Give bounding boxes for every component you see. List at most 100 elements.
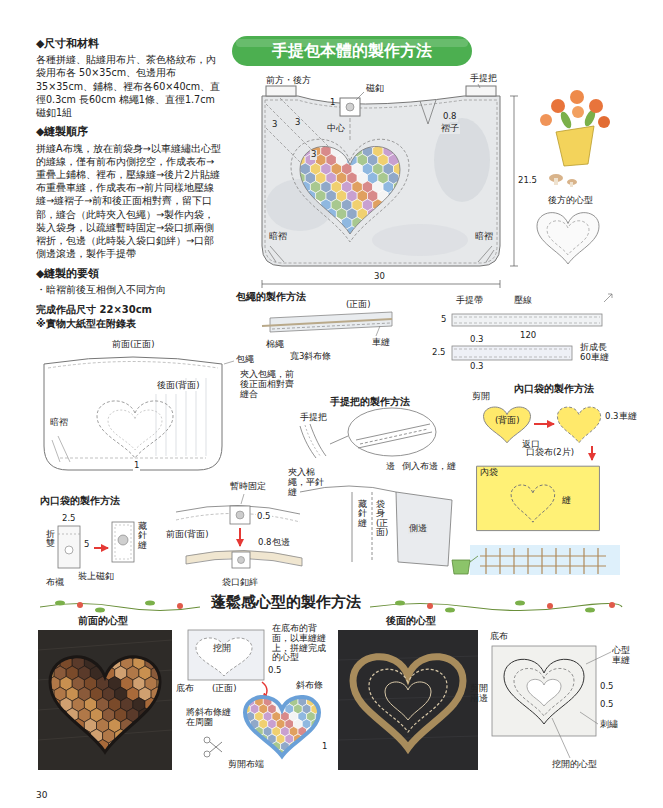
handle-drawing: [356, 424, 430, 440]
inner-pocket-tabs: [58, 522, 134, 568]
piece-outline: [556, 404, 602, 444]
label: 3: [271, 120, 278, 130]
section-heading: 完成作品尺寸 22×30cm: [36, 303, 224, 317]
hexagon-patchwork: [163, 729, 175, 743]
hexagon-patchwork: [300, 235, 310, 247]
dimension-line: [500, 280, 501, 288]
hexagon-patchwork: [404, 145, 414, 157]
back-bag: [48, 362, 218, 369]
flower-decoration: [551, 99, 565, 113]
inner-pocket-tabs: [58, 526, 80, 568]
hexagon-patchwork: [127, 729, 139, 743]
label: 側邊: [408, 524, 428, 534]
pattern-piece: (背面): [482, 404, 532, 444]
hexagon-patchwork: [404, 217, 414, 229]
dimension-line: [510, 96, 518, 97]
label: 中心: [326, 124, 346, 134]
hexagon-patchwork: [311, 749, 320, 759]
label: 30: [36, 790, 47, 800]
hexagon-patchwork: [295, 208, 305, 220]
label: 0.5: [268, 666, 282, 676]
front-bag: [280, 98, 330, 148]
title-band: [232, 36, 472, 66]
label: 棉繩: [266, 340, 284, 350]
back-heart-photo: [338, 656, 478, 660]
label: 心型車縫: [612, 646, 632, 666]
hexagon-patchwork: [121, 740, 133, 754]
hexagon-patchwork: [378, 208, 388, 220]
vine-decoration: [55, 601, 65, 606]
back-heart-sketch: [537, 213, 599, 264]
label: 2.5: [62, 514, 76, 524]
piping-strip: [262, 312, 392, 336]
label: 0.5: [600, 682, 614, 692]
hexagon-patchwork: [289, 757, 298, 767]
hexagon-patchwork: [139, 729, 151, 743]
section-heading: 後面的心型: [386, 616, 436, 627]
front-bag: [266, 128, 306, 168]
section-heading: 蓬鬆感心型的製作方法: [210, 594, 362, 611]
fence-decoration: [583, 548, 584, 574]
fence-decoration: [527, 548, 528, 574]
fence-decoration: [555, 548, 556, 574]
hexagon-patchwork: [324, 757, 333, 767]
hexagon-patchwork: [295, 136, 305, 148]
label: 前方・後方: [266, 76, 311, 86]
back-bag: [224, 361, 234, 364]
hexagon-patchwork: [246, 742, 255, 752]
hexagon-patchwork: [383, 235, 393, 247]
hexagon-patchwork: [133, 740, 145, 754]
hexagon-patchwork: [42, 729, 54, 743]
hexagon-patchwork: [315, 727, 324, 737]
vine-decoration: [515, 601, 525, 606]
label: (正面): [212, 684, 237, 694]
label: 0.5: [600, 700, 614, 710]
hexagon-patchwork: [342, 235, 352, 247]
inner-pocket-tabs: [118, 535, 128, 545]
label: 0.3: [470, 335, 484, 345]
label: 底布: [490, 632, 508, 642]
label: 車縫: [372, 338, 390, 348]
inner-pocket-tabs: [112, 522, 134, 562]
label: 後方的心型: [548, 196, 593, 206]
hexagon-patchwork: [42, 750, 54, 764]
fence-decoration: [513, 548, 514, 574]
label: 包繩: [236, 355, 254, 365]
hexagon-patchwork: [66, 750, 78, 764]
piece-label: 內袋: [480, 468, 498, 478]
label: 暗褶: [474, 232, 494, 242]
hexagon-patchwork: [250, 749, 259, 759]
label: 手提把: [300, 413, 327, 423]
hexagon-patchwork: [54, 750, 66, 764]
front-bag: [266, 86, 296, 96]
flower-decoration: [589, 99, 603, 113]
pattern-piece: 0.3車縫: [556, 404, 602, 444]
label: 後面(背面): [156, 381, 201, 391]
hexagon-patchwork: [394, 217, 404, 229]
hexagon-patchwork: [305, 208, 315, 220]
back-bag: [108, 410, 162, 450]
vine-decoration: [547, 603, 553, 609]
label: 布襯: [46, 578, 64, 588]
piece-label: 縫: [562, 496, 571, 506]
page-title: 手提包本體的製作方法: [232, 36, 472, 66]
label: ・暗褶前後互相倒入不同方向: [36, 283, 224, 296]
back-heart-steps: [514, 668, 574, 716]
handle-strap: [454, 317, 600, 318]
label: 3: [310, 150, 317, 160]
label: 挖開的心型: [552, 760, 597, 770]
hexagon-patchwork: [404, 163, 414, 175]
front-bag: [420, 100, 436, 124]
hexagon-patchwork: [388, 136, 398, 148]
hexagon-patchwork: [295, 226, 305, 238]
hexagon-patchwork: [357, 136, 367, 148]
label: 剪開: [472, 392, 490, 402]
label: 暫時固定: [230, 482, 266, 492]
label: 夾入包繩，前後正面相對齊縫合: [240, 370, 302, 399]
label: 各種拼縫、貼縫用布片、茶色格紋布，內袋用布各 50×35cm、包邊用布35×35…: [36, 53, 224, 119]
handle-drawing: [396, 492, 452, 566]
hexagon-patchwork: [90, 750, 102, 764]
back-heart-steps: [527, 679, 561, 706]
hexagon-patchwork: [42, 645, 54, 659]
flower-decoration: [540, 90, 610, 187]
